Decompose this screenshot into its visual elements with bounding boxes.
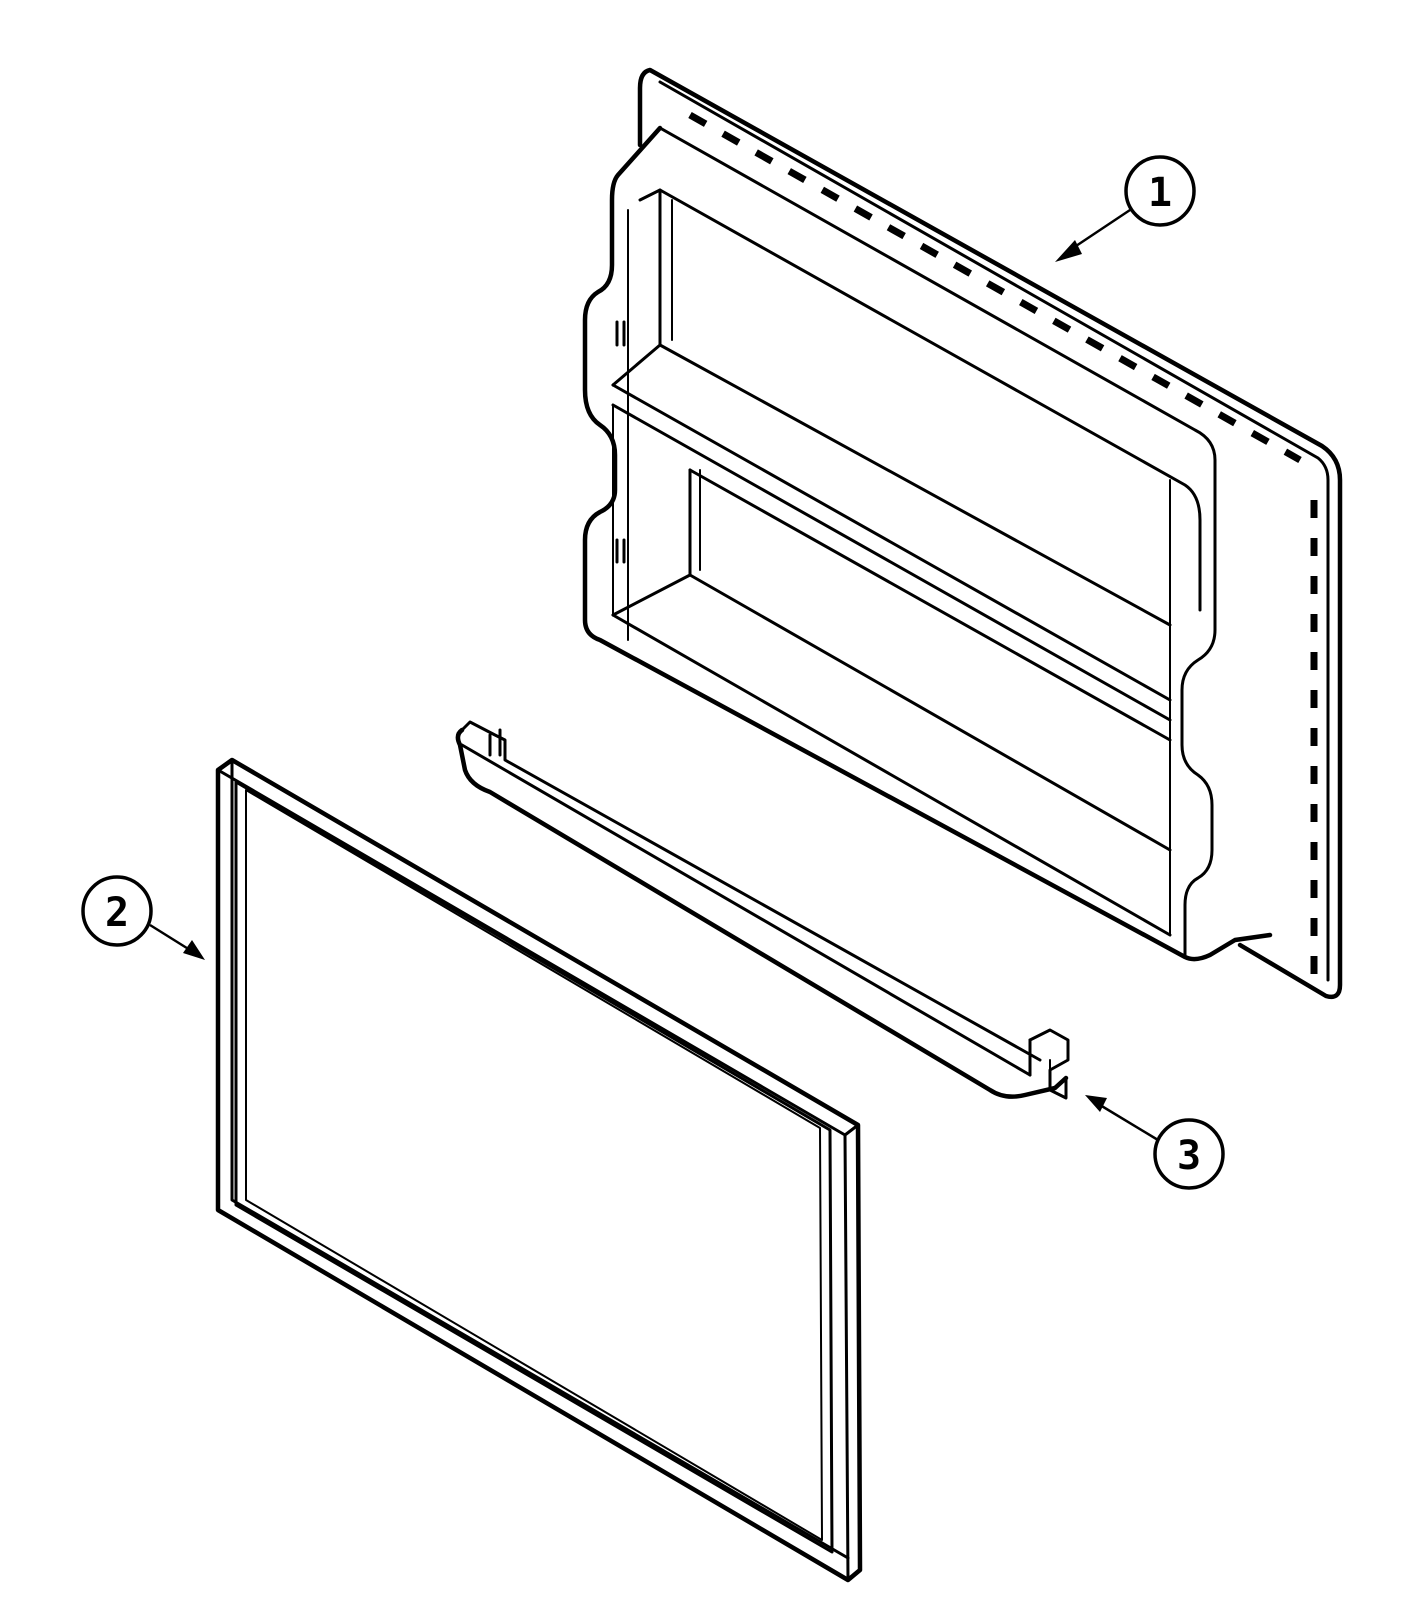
door-shelf-bar-part	[455, 720, 1070, 1100]
callout-3-label: 3	[1177, 1133, 1201, 1179]
callout-2: 2	[81, 875, 205, 960]
callout-3: 3	[1085, 1095, 1225, 1190]
callout-1: 1	[1055, 155, 1196, 262]
door-liner-part	[582, 67, 1343, 1000]
door-gasket-part	[215, 757, 863, 1583]
callout-2-label: 2	[105, 890, 129, 936]
callout-1-label: 1	[1148, 170, 1172, 216]
